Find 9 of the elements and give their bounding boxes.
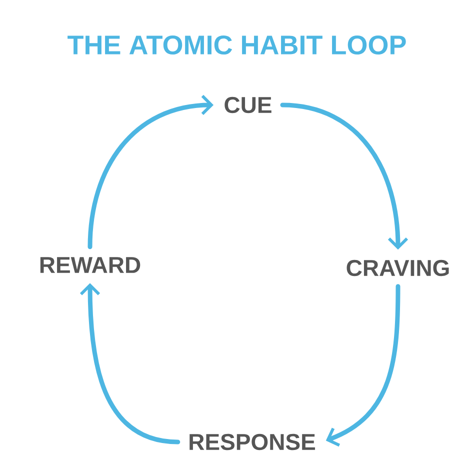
curved-arrow (326, 284, 400, 447)
curved-arrow (280, 102, 408, 250)
curved-arrow (88, 94, 214, 250)
stage-label: CRAVING (346, 260, 449, 276)
stage-label: REWARD (40, 257, 140, 273)
title: THE ATOMIC HABIT LOOP (68, 35, 406, 55)
curved-arrow (80, 283, 180, 444)
stage-label: CUE (224, 96, 272, 114)
stage-label: RESPONSE (190, 434, 315, 450)
